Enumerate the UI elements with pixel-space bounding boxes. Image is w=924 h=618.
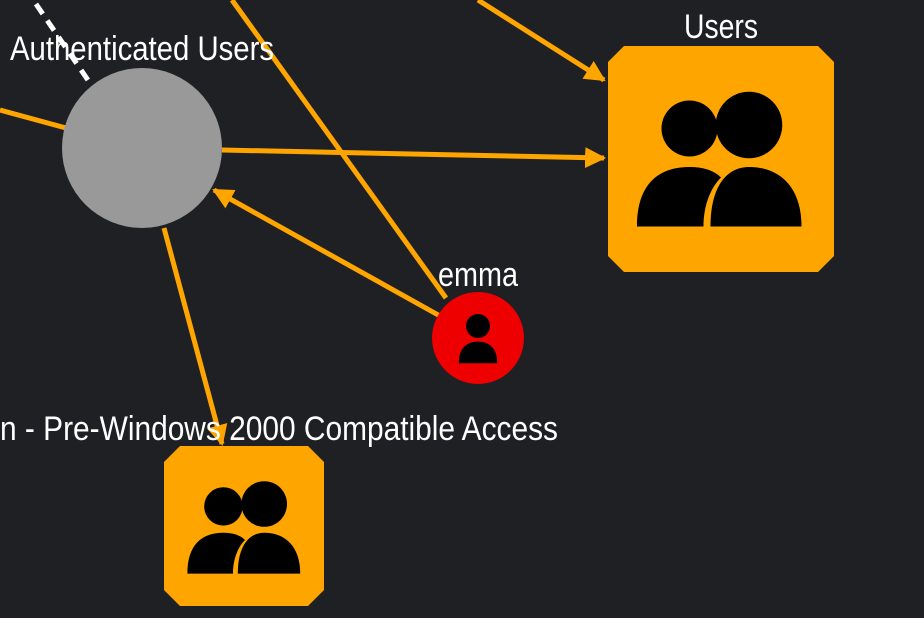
- edge-layer: [0, 0, 607, 447]
- node-label-users: Users: [684, 8, 758, 46]
- meta-group-circle[interactable]: [62, 68, 222, 228]
- group-node-shape[interactable]: [164, 446, 324, 606]
- edge-authenticated-users-to-users[interactable]: [221, 147, 607, 169]
- edge-offscreen-to-authenticated-users[interactable]: [0, 107, 67, 131]
- edge-authenticated-users-to-pre-windows-2000[interactable]: [161, 227, 228, 447]
- node-emma[interactable]: emma: [432, 256, 524, 384]
- node-users[interactable]: Users: [608, 8, 834, 272]
- node-authenticated-users[interactable]: Authenticated Users: [10, 30, 274, 228]
- node-label-authenticated-users: Authenticated Users: [10, 30, 274, 68]
- node-pre-windows-2000[interactable]: n - Pre-Windows 2000 Compatible Access: [0, 410, 558, 606]
- edge-dashed-to-authenticated-users[interactable]: [33, 2, 95, 88]
- edge-offscreen-to-emma[interactable]: [229, 0, 449, 300]
- node-label-pre-windows-2000: n - Pre-Windows 2000 Compatible Access: [0, 410, 558, 448]
- edge-emma-to-authenticated-users[interactable]: [212, 187, 442, 319]
- node-label-emma: emma: [438, 256, 518, 294]
- edge-offscreen-to-users[interactable]: [476, 0, 606, 83]
- group-node-shape[interactable]: [608, 46, 834, 272]
